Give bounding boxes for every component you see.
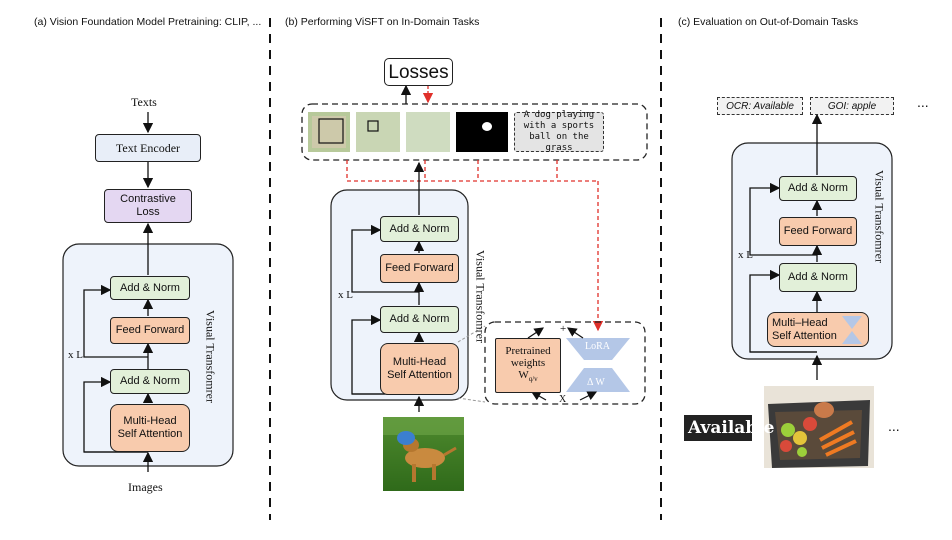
contrastive-loss-line1: Contrastive [120,193,176,205]
mhsa-a-line2: Self Attention [117,428,183,440]
dog-image [383,417,464,491]
mhsa-b: Multi-Head Self Attention [380,343,459,395]
x-label: X [559,394,567,405]
lora-label: LoRA [585,341,610,352]
lora-shape [566,338,630,360]
pretrained-line1: Pretrained [505,345,551,358]
thumb-mask-ball [506,112,512,152]
goi-output: GOI: apple [810,97,894,115]
add-norm-bottom-c: Add & Norm [779,263,857,292]
thumb-ball-mask [462,112,508,152]
food-image [764,386,874,468]
lora-detail-container [484,321,646,405]
caption-line2: with a sports [523,121,595,131]
ocr-output: OCR: Available [717,97,803,115]
pretrained-w: W [518,369,529,382]
ellipsis-bottom: ... [888,418,900,434]
mhsa-c: Multi–Head Self Attention [767,312,869,347]
ellipsis-top: ... [917,94,929,110]
contrastive-loss-line2: Loss [136,206,160,218]
add-norm-bottom-a: Add & Norm [110,369,190,394]
vertical-label-b: Visual Transfomrer [473,250,488,343]
feed-forward-c: Feed Forward [779,217,857,246]
outputs-container-b [301,103,648,161]
pretrained-subscript: q/v [528,375,538,384]
mhsa-c-line1: Multi–Head [772,316,828,329]
caption-box: A dog playing with a sports ball on the … [514,110,604,153]
caption-line3: ball on the grass [529,132,589,153]
ball-mask-shape [482,122,492,131]
mhsa-b-line2: Self Attention [387,369,452,381]
contrastive-loss-box: Contrastive Loss [104,189,192,223]
text-encoder-box: Text Encoder [95,134,201,162]
thumb-soft [406,112,450,152]
texts-label: Texts [131,95,157,109]
panel-c-title: (c) Evaluation on Out-of-Domain Tasks [678,16,859,28]
feed-forward-a: Feed Forward [110,317,190,344]
thumb-box [356,112,400,152]
word-image-text: Available [688,418,775,438]
pretrained-symbol: Wq/v [518,369,537,385]
images-label: Images [128,480,163,494]
pretrained-line2: weights [510,357,546,370]
add-norm-bottom-b: Add & Norm [380,306,459,333]
vertical-label-c: Visual Transfomrer [872,170,887,263]
panel-b-title: (b) Performing ViSFT on In-Domain Tasks [285,16,480,28]
delta-w-label: Δ W [587,377,605,388]
pretrained-weights-box: Pretrained weights Wq/v [495,338,561,393]
caption-line1: A dog playing [523,110,595,120]
repeat-label-a: x L [68,349,83,361]
add-norm-top-b: Add & Norm [380,216,459,242]
repeat-label-c: x L [738,249,753,261]
thumb-detection [308,112,350,152]
repeat-label-b: x L [338,289,353,301]
vertical-label-a: Visual Transfomrer [203,310,218,403]
add-norm-top-a: Add & Norm [110,276,190,300]
mhsa-c-line2: Self Attention [772,329,837,342]
mhsa-a-line1: Multi-Head [123,415,177,427]
word-image [684,415,752,441]
losses-box: Losses [384,58,453,86]
add-norm-top-c: Add & Norm [779,176,857,201]
delta-w-shape [566,368,630,392]
mhsa-a: Multi-Head Self Attention [110,404,190,452]
mhsa-b-line1: Multi-Head [392,356,447,368]
plus-sign: + [560,323,567,335]
panel-a-title: (a) Vision Foundation Model Pretraining:… [34,16,262,28]
feed-forward-b: Feed Forward [380,254,459,283]
